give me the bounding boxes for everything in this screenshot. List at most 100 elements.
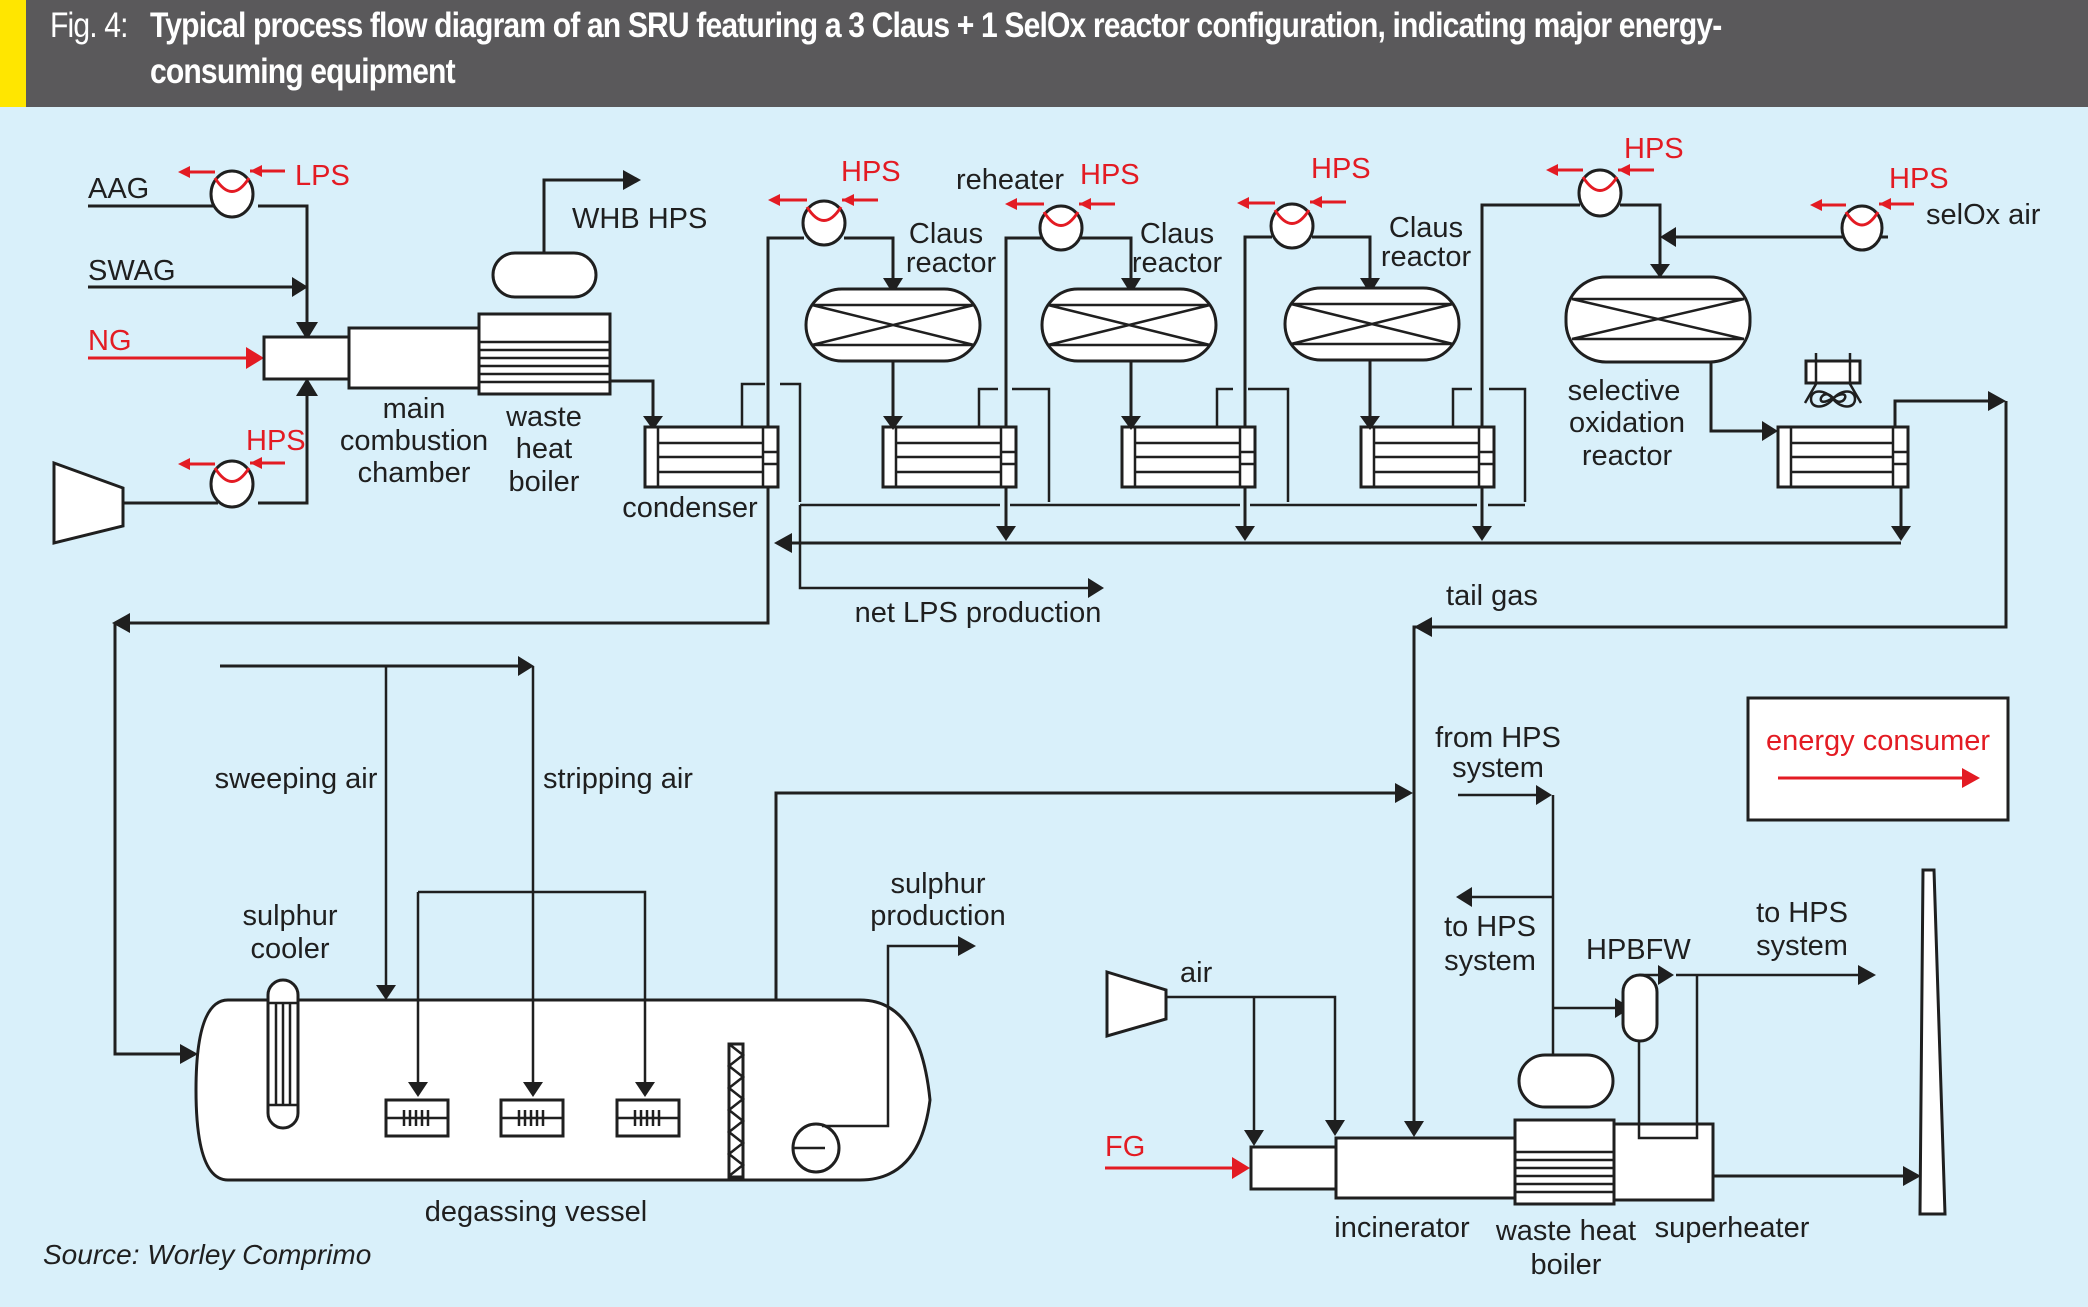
selox-gas-line [1480, 203, 1662, 427]
air-arrow [296, 378, 318, 396]
tail-gas-main-line [1412, 401, 2008, 1125]
whb-label-1: waste [505, 401, 582, 433]
figure-header: Fig. 4: Typical process flow diagram of … [0, 0, 2088, 107]
reheater-3-hps-label: HPS [1311, 153, 1371, 185]
sparger-3-arrow [635, 1082, 655, 1097]
condensers: condenser [622, 425, 1910, 524]
air-line [123, 390, 309, 505]
claus-reactor-3-label-2: reactor [1381, 241, 1472, 273]
selox-air-label: selOx air [1926, 199, 2041, 231]
aag-preheater-icon [209, 169, 255, 219]
sulphur-production-label-1: sulphur [890, 868, 985, 900]
mcc-label-2: combustion [340, 425, 488, 457]
selox-air-hps-label: HPS [1889, 163, 1949, 195]
fg-label: FG [1105, 1131, 1145, 1163]
reheater-2-steam-out-arrow [1005, 198, 1017, 210]
condenser-tubes [894, 427, 1016, 487]
sulphur-header [112, 487, 1911, 1064]
sulphur-return-arrow [112, 613, 130, 633]
incinerator-label: incinerator [1334, 1212, 1470, 1244]
tail-gas-line [1893, 399, 1990, 427]
incinerator-steam-drum-icon [1517, 1053, 1615, 1109]
sparger-holes [617, 1110, 679, 1126]
degassing-feed-arrow [180, 1044, 198, 1064]
incinerator-air-line [1166, 995, 1337, 1134]
swag-label: SWAG [88, 255, 176, 287]
claus-stages: HPS Claus reactor reheater HPS Claus rea… [766, 153, 1472, 430]
lps-label: LPS [295, 160, 350, 192]
degassing-vessel-icon [194, 998, 932, 1182]
incinerator-icon [1334, 1136, 1517, 1200]
condenser-tubes [656, 427, 778, 487]
condenser-4 [1359, 425, 1496, 489]
whb-hps-arrow [623, 170, 641, 190]
condenser-4-steam-line [1451, 387, 1527, 502]
hps-out-arrow [178, 458, 190, 470]
hps-air-label: HPS [246, 425, 306, 457]
sulphur-arrow-3 [1235, 526, 1255, 541]
sparger-holes [386, 1110, 448, 1126]
sparger-holes [501, 1110, 563, 1126]
air-blower-icon [52, 460, 125, 545]
incinerator-whb-tubes [1515, 1150, 1614, 1194]
sulphur-production-line [822, 944, 960, 1128]
claus-reactor-3-label-1: Claus [1389, 212, 1463, 244]
net-lps-label: net LPS production [855, 597, 1102, 629]
sulphur-arrow-4 [1472, 526, 1492, 541]
selox-condenser [1776, 425, 1910, 489]
selox-reheater-icon [1577, 168, 1623, 218]
incinerator-section: from HPS system to HPS system HPBFW to H… [1105, 722, 1947, 1281]
degassing-vessel-label: degassing vessel [425, 1196, 647, 1228]
claus-reactor-1-bed [811, 303, 975, 347]
from-hps-label-1: from HPS [1435, 722, 1561, 754]
degassing-section: sulphur cooler sweeping air stripping ai… [194, 656, 1413, 1228]
reheater-2-steam-in-arrow [1079, 198, 1091, 210]
reheater-3-steam-in-arrow [1310, 196, 1322, 208]
selox-reactor-inlet-arrow [1650, 264, 1670, 278]
incinerator-air-arrow-1 [1244, 1130, 1264, 1146]
reactor-3-inlet-arrow [1360, 278, 1380, 294]
condenser-2-inlet-arrow [883, 416, 903, 430]
waste-heat-boiler-tubes [479, 340, 610, 384]
burner-icon [262, 335, 351, 381]
selox-label-2: oxidation [1569, 407, 1685, 439]
tail-gas-incinerator-arrow [1404, 1121, 1424, 1137]
sparger-1 [384, 1098, 450, 1138]
incinerator-air-label: air [1180, 957, 1213, 989]
sulphur-feed-line [113, 623, 180, 1056]
sulphur-to-degassing-line [130, 487, 770, 625]
air-preheater-coil-icon [213, 467, 251, 483]
claus-reactor-1-label-2: reactor [906, 247, 997, 279]
selox-label-1: selective [1568, 375, 1681, 407]
hps-in-arrow [250, 457, 262, 469]
air-preheater-icon [209, 459, 255, 509]
whb-label-2: heat [516, 433, 572, 465]
hp-drum-steam-arrow [1658, 965, 1674, 985]
tail-gas-return-arrow [1414, 617, 1432, 637]
reheater-1-icon [801, 199, 847, 247]
stage-3-gas-line [1243, 235, 1372, 427]
header-accent-bar [0, 0, 26, 107]
selox-reheater-steam-in-arrow [1618, 164, 1630, 176]
reheater-1-steam-out-arrow [768, 194, 780, 206]
selox-reheater-steam-out-arrow [1546, 164, 1558, 176]
lps-in-arrow [250, 165, 262, 177]
sparger-3 [615, 1098, 681, 1138]
sparger-2-arrow [523, 1082, 543, 1097]
feed-section: AAG SWAG NG LPS HPS [52, 160, 350, 545]
waste-heat-boiler-icon [477, 312, 612, 396]
condenser-3-steam-line [1215, 387, 1290, 502]
condenser-tubes [1372, 427, 1494, 487]
air-header-arrow [518, 656, 534, 676]
mcc-label-3: chamber [358, 457, 471, 489]
superheater-label: superheater [1655, 1212, 1810, 1244]
swag-arrow [292, 277, 308, 297]
sweeping-air-label: sweeping air [215, 763, 378, 795]
stage-2-gas-line [1004, 236, 1133, 427]
condenser-tubes [1133, 427, 1255, 487]
condenser-4-inlet-arrow [1360, 416, 1380, 430]
ng-arrow [246, 347, 264, 369]
mcc-label-1: main [383, 393, 446, 425]
demister-mesh [726, 1043, 746, 1177]
